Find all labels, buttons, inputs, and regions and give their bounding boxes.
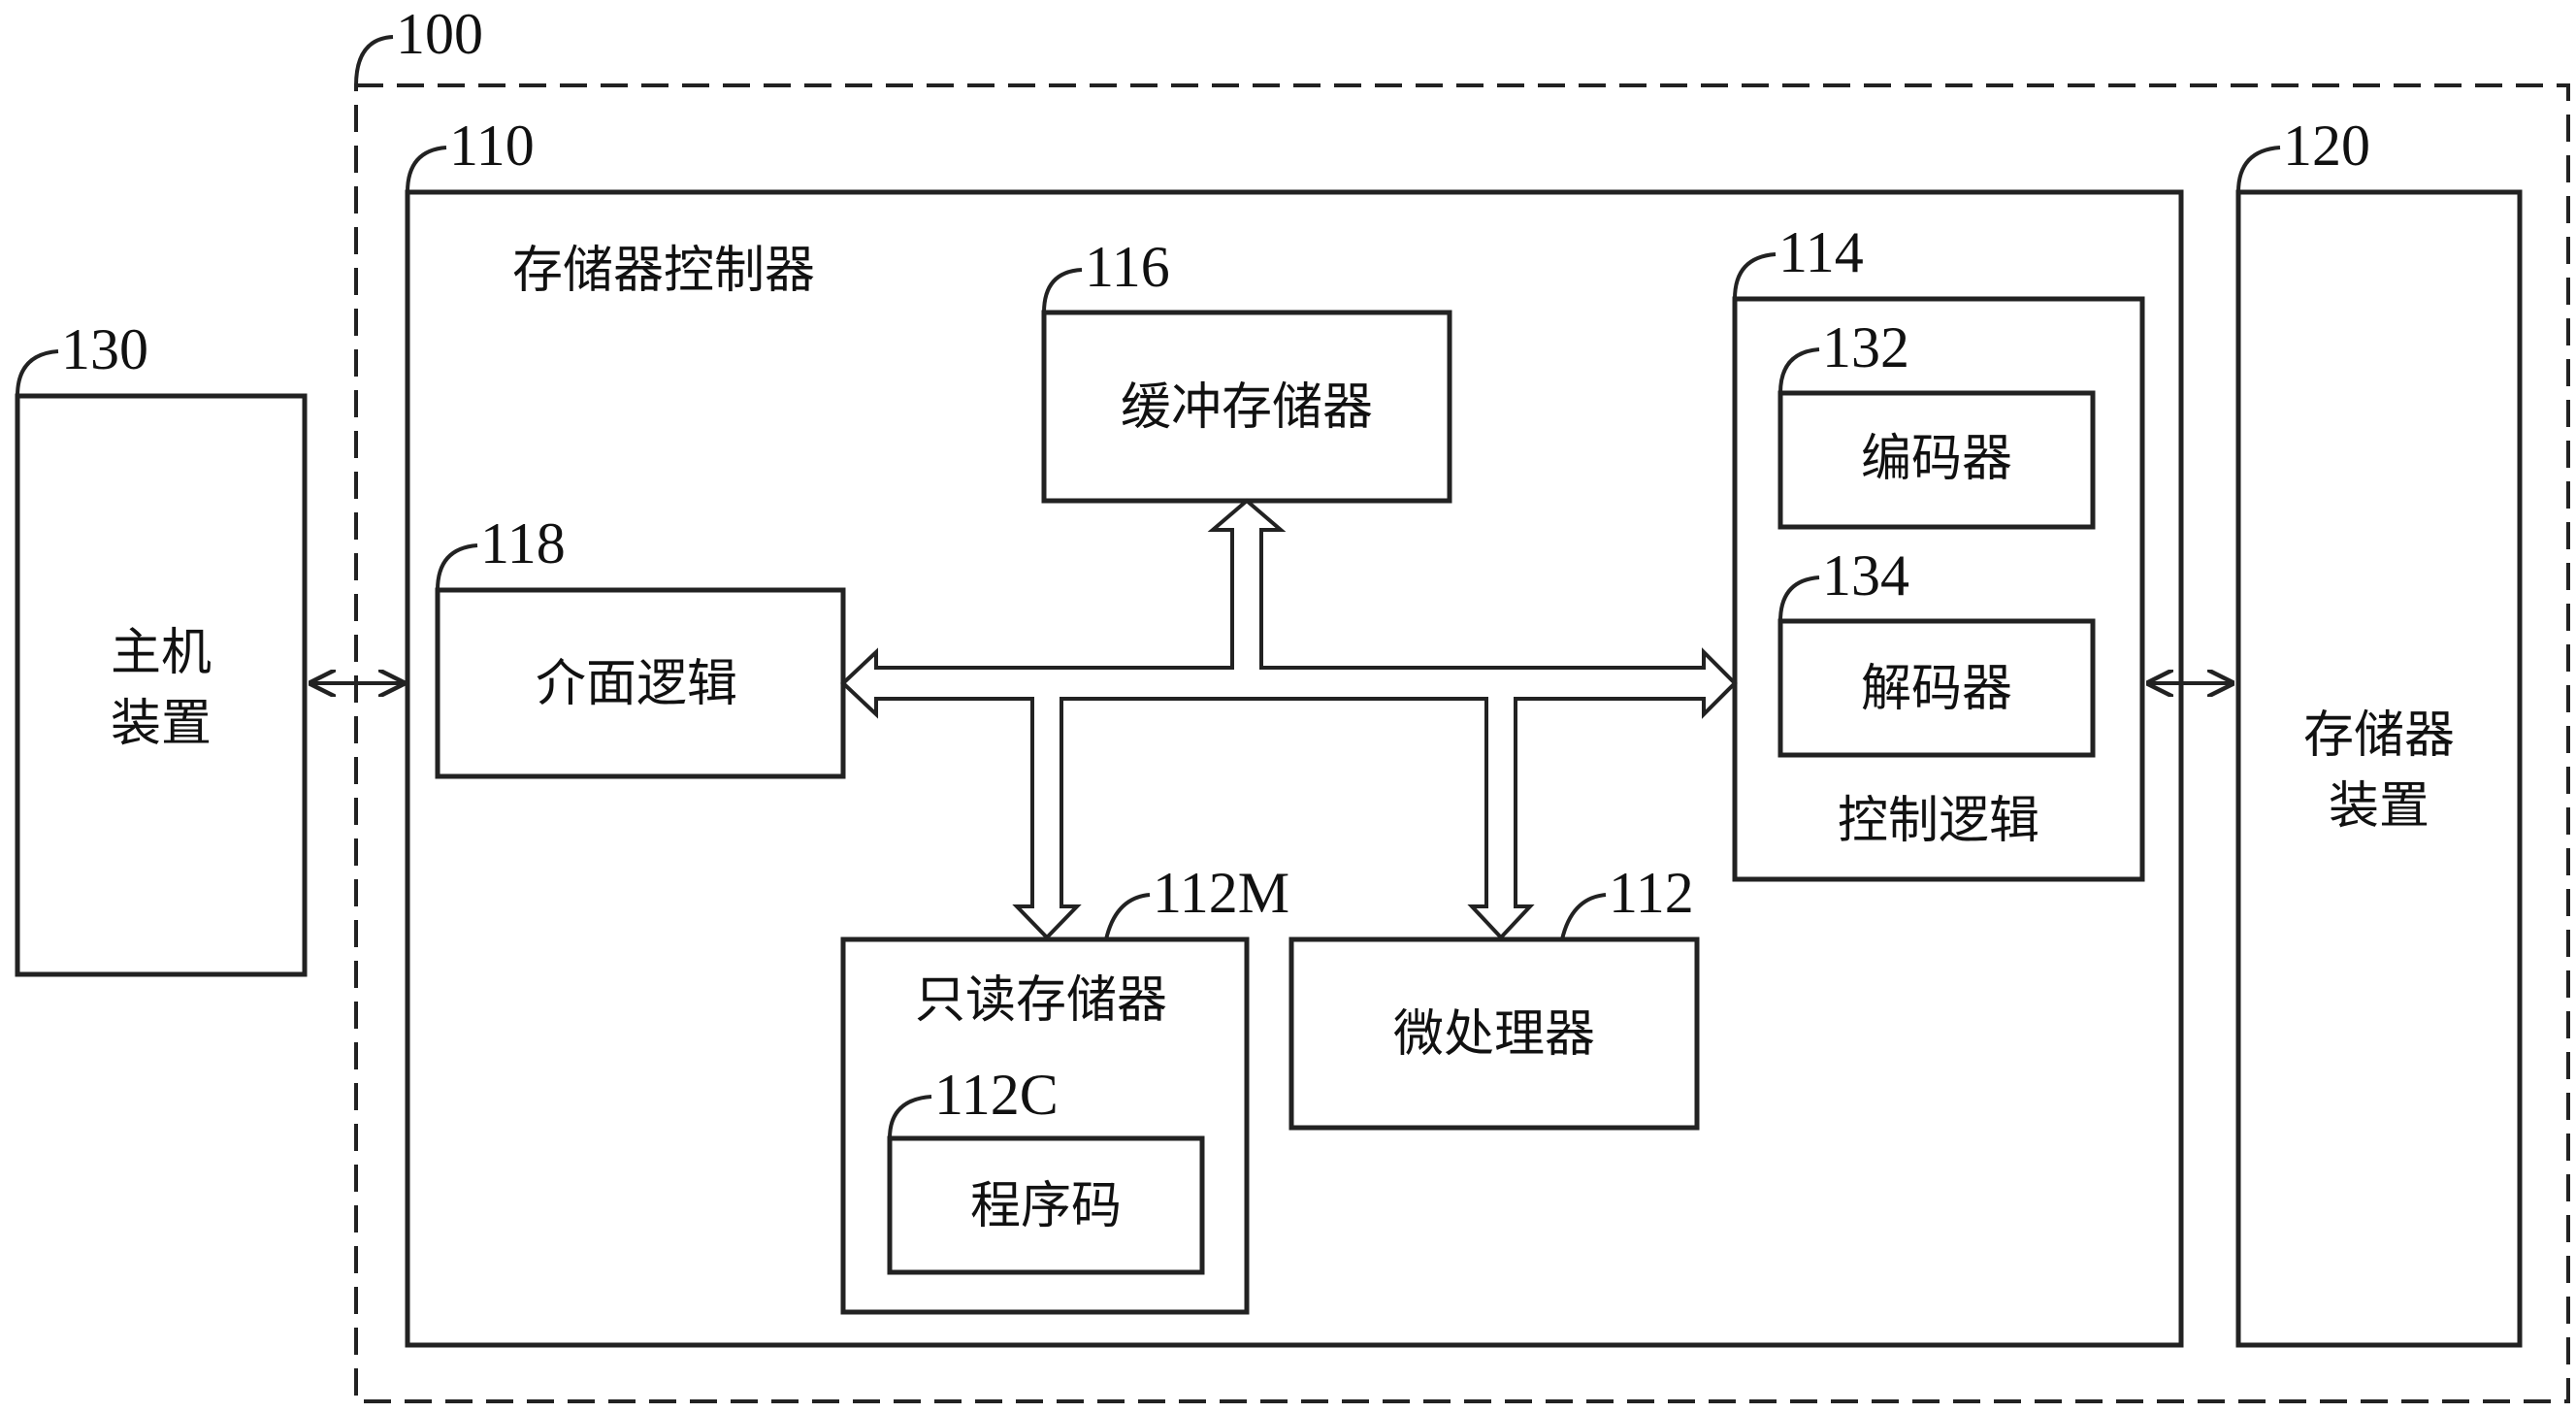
buffer-memory-ref: 116	[1085, 235, 1170, 299]
control-logic-label: 控制逻辑	[1838, 792, 2039, 850]
program-code-block: 112C 程序码	[887, 1063, 1205, 1275]
microprocessor-label: 微处理器	[1393, 1005, 1595, 1064]
control-logic-ref: 114	[1778, 220, 1864, 284]
encoder-label: 编码器	[1861, 430, 2012, 488]
program-code-label: 程序码	[970, 1177, 1122, 1235]
microprocessor-ref: 112	[1609, 861, 1694, 925]
storage-device-ref: 120	[2283, 114, 2370, 178]
rom-ref: 112M	[1153, 861, 1289, 925]
encoder-ref: 132	[1822, 315, 1909, 379]
microprocessor-block: 112 微处理器	[1288, 861, 1700, 1131]
host-device-label-line1: 主机	[111, 624, 212, 682]
interface-logic-label: 介面逻辑	[536, 655, 737, 713]
decoder-ref: 134	[1822, 543, 1909, 608]
interface-logic-block: 118 介面逻辑	[435, 511, 846, 779]
program-code-ref: 112C	[934, 1063, 1059, 1127]
buffer-memory-label: 缓冲存储器	[1121, 378, 1373, 437]
host-device-ref: 130	[61, 317, 148, 381]
memory-controller-ref: 110	[449, 114, 535, 178]
control-logic-block: 114 控制逻辑	[1732, 220, 2145, 882]
storage-device-label-line1: 存储器	[2303, 706, 2455, 765]
host-device-block: 130 主机 装置	[15, 317, 308, 977]
system-boundary: 100	[354, 2, 2570, 1403]
host-device-label-line2: 装置	[111, 695, 212, 753]
storage-device-label-line2: 装置	[2329, 777, 2429, 836]
interface-logic-ref: 118	[480, 511, 566, 575]
buffer-memory-block: 116 缓冲存储器	[1041, 235, 1452, 504]
memory-controller-label: 存储器控制器	[512, 242, 815, 300]
decoder-block: 134 解码器	[1777, 543, 2096, 758]
storage-device-block: 120 存储器 装置	[2235, 114, 2523, 1348]
encoder-block: 132 编码器	[1777, 315, 2096, 530]
decoder-label: 解码器	[1861, 660, 2012, 718]
rom-label: 只读存储器	[915, 971, 1167, 1030]
internal-bus	[840, 498, 1738, 940]
system-ref: 100	[396, 2, 483, 66]
